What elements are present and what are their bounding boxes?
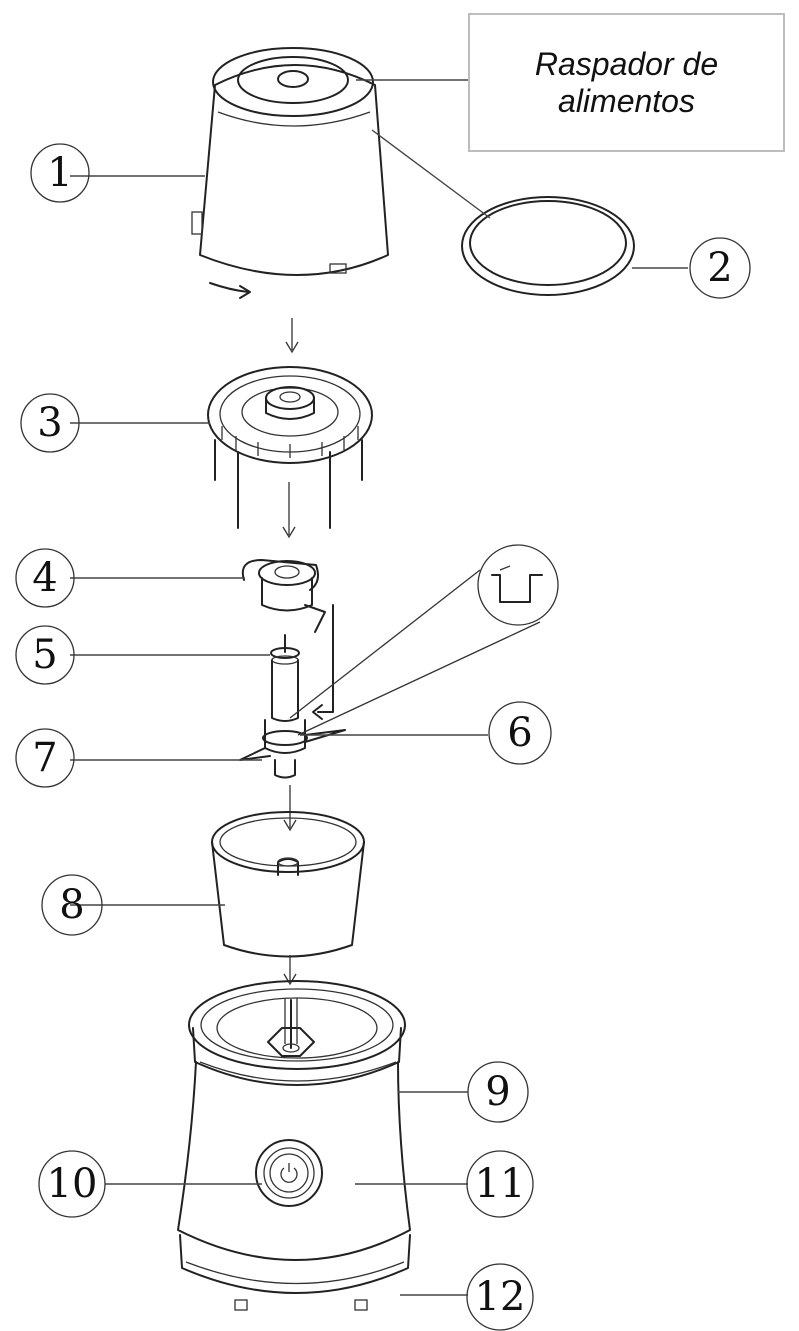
label-9-text: 9 <box>485 1069 510 1115</box>
arrow-down-icon <box>283 955 297 986</box>
part-1-lid <box>191 47 389 299</box>
label-11: 11 <box>466 1150 534 1218</box>
label-1: 1 <box>30 143 90 203</box>
arrow-down-icon <box>282 482 296 539</box>
label-8: 8 <box>41 874 103 936</box>
label-6-text: 6 <box>507 710 532 756</box>
callout-food-scraper: Raspador de alimentos <box>468 13 785 152</box>
arrow-down-icon <box>283 785 297 832</box>
part-6-7-lower-blade <box>239 719 346 779</box>
arrow-down-icon <box>285 318 299 354</box>
label-6: 6 <box>488 701 552 765</box>
label-4: 4 <box>15 548 75 608</box>
label-10-text: 10 <box>47 1161 98 1207</box>
label-1-text: 1 <box>47 150 72 196</box>
label-12-text: 12 <box>475 1274 526 1320</box>
part-4-upper-blade <box>241 559 326 633</box>
label-2: 2 <box>689 237 751 299</box>
label-2-text: 2 <box>707 245 732 291</box>
leader-lines <box>70 79 688 1296</box>
callout-line-1: Raspador de <box>534 45 719 82</box>
label-5: 5 <box>15 625 75 685</box>
label-7-text: 7 <box>32 735 57 781</box>
label-5-text: 5 <box>32 632 57 678</box>
label-10: 10 <box>38 1150 106 1218</box>
label-8-text: 8 <box>59 882 84 928</box>
power-icon <box>280 1163 298 1183</box>
label-3: 3 <box>20 393 80 453</box>
part-8-bowl <box>211 811 365 958</box>
arrow-down-icon <box>312 604 334 720</box>
callout-line-2: alimentos <box>558 82 695 119</box>
label-12: 12 <box>466 1263 534 1331</box>
part-2-seal-ring <box>461 196 635 296</box>
part-9-12-motor-base <box>177 980 411 1311</box>
label-3-text: 3 <box>37 400 62 446</box>
label-11-text: 11 <box>475 1161 526 1207</box>
detail-callout <box>289 544 559 736</box>
label-9: 9 <box>467 1061 529 1123</box>
part-5-shaft <box>270 634 300 722</box>
label-4-text: 4 <box>32 555 57 601</box>
part-3-grating-disc <box>207 366 373 529</box>
label-7: 7 <box>15 728 75 788</box>
